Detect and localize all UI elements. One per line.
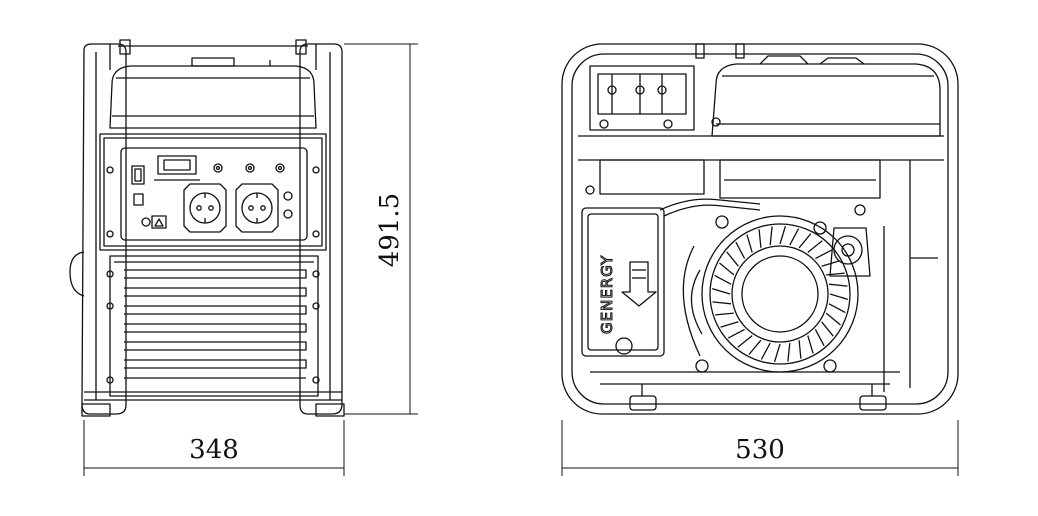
starter-fin bbox=[769, 226, 773, 246]
starter-fin bbox=[758, 229, 762, 248]
front-height-label: 491.5 bbox=[375, 193, 405, 267]
starter-fin bbox=[828, 283, 848, 287]
side-view bbox=[561, 43, 959, 415]
starter-fin bbox=[720, 321, 739, 328]
front-fuel-tank bbox=[109, 57, 317, 129]
front-foot-right bbox=[315, 403, 345, 417]
front-frame bbox=[81, 39, 343, 415]
side-recoil-starter bbox=[682, 215, 859, 373]
front-width-label: 348 bbox=[189, 435, 239, 465]
side-engine bbox=[585, 159, 881, 277]
front-control-panel bbox=[99, 133, 327, 251]
starter-fin bbox=[748, 339, 762, 355]
side-brand-text: GENERGY bbox=[598, 255, 616, 334]
starter-fin bbox=[735, 241, 746, 259]
starter-fin bbox=[807, 335, 814, 354]
front-grille bbox=[106, 255, 320, 397]
starter-fin bbox=[715, 312, 734, 316]
starter-fin bbox=[760, 342, 771, 360]
starter-fin bbox=[807, 240, 823, 253]
starter-fin bbox=[828, 303, 846, 314]
side-fuel-tank bbox=[711, 55, 941, 137]
starter-fin bbox=[779, 226, 787, 245]
starter-fin bbox=[712, 287, 731, 295]
starter-fin bbox=[821, 321, 834, 337]
front-view bbox=[69, 39, 345, 417]
starter-fin bbox=[789, 228, 800, 246]
side-width-label: 530 bbox=[735, 435, 785, 465]
front-foot-left bbox=[81, 403, 111, 417]
side-top-box bbox=[589, 65, 695, 131]
starter-fin bbox=[714, 274, 732, 285]
starter-fin bbox=[814, 329, 825, 347]
starter-fin bbox=[726, 251, 739, 267]
starter-fin bbox=[825, 312, 841, 326]
starter-fin bbox=[821, 260, 840, 267]
starter-fin bbox=[712, 301, 732, 305]
starter-fin bbox=[815, 249, 833, 260]
starter-fin bbox=[719, 262, 735, 276]
side-frame bbox=[561, 43, 959, 415]
starter-fin bbox=[798, 233, 812, 249]
starter-fin bbox=[826, 272, 845, 276]
starter-fin bbox=[727, 328, 745, 339]
starter-fin bbox=[787, 342, 791, 362]
front-side-handle bbox=[69, 251, 85, 297]
starter-fin bbox=[746, 234, 753, 253]
side-base bbox=[590, 371, 900, 411]
starter-fin bbox=[829, 293, 848, 301]
starter-fin bbox=[773, 343, 781, 362]
dimension-lines bbox=[83, 43, 959, 476]
starter-fin bbox=[798, 340, 802, 359]
front-socket-right bbox=[235, 183, 279, 233]
side-battery-box bbox=[581, 207, 665, 357]
starter-fin bbox=[737, 335, 753, 348]
front-socket-left bbox=[183, 183, 227, 233]
